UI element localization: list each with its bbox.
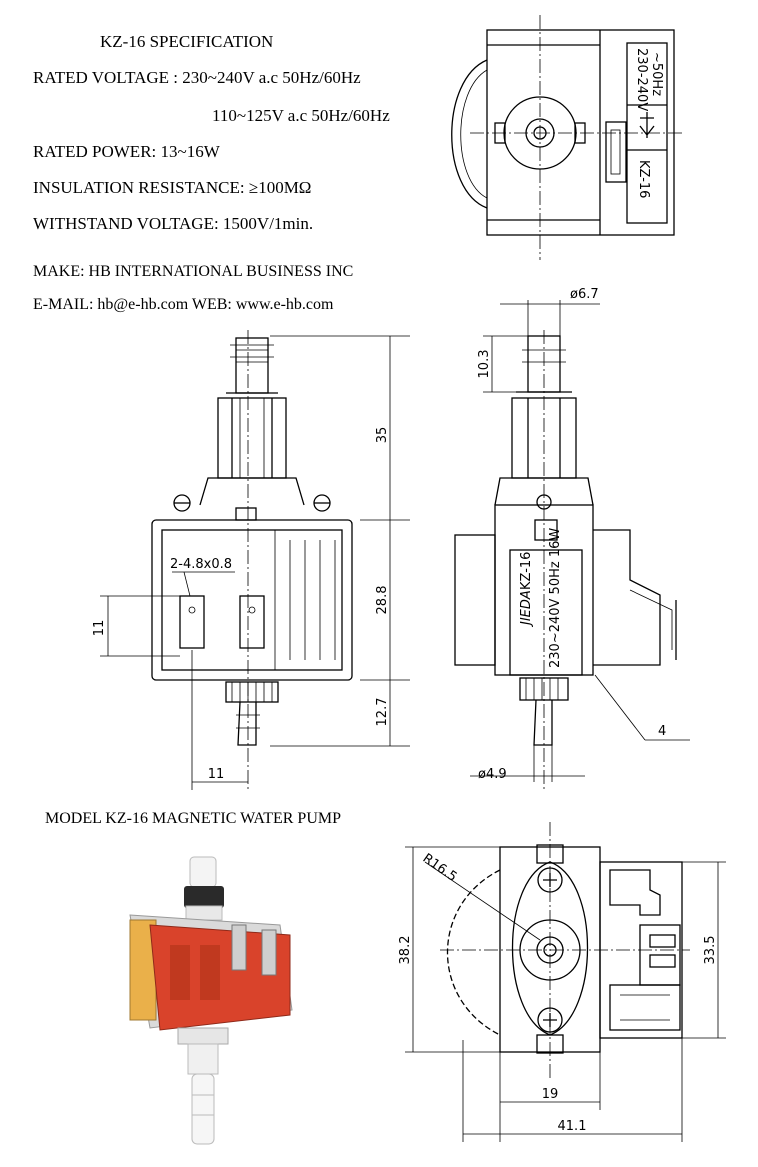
bottom-view: R16.5 38.2 33.5 19 41.1 [398, 822, 726, 1142]
dim-bottom-19: 19 [542, 1087, 559, 1102]
top-view: 230-240V ~50Hz KZ-16 [451, 15, 685, 260]
pump-photo [129, 856, 293, 1145]
dim-front-11-horizontal: 11 [208, 767, 225, 782]
dim-front-11-vertical: 11 [92, 620, 107, 637]
side-view: JIEDA KZ-16 230~240V 50Hz 16W ø6.7 10.3 … [454, 287, 690, 790]
insulation-resistance: INSULATION RESISTANCE: ≥100MΩ [33, 178, 312, 197]
side-label-model: KZ-16 [519, 552, 534, 590]
dim-front-28-8: 28.8 [375, 586, 390, 615]
rated-voltage-line-1: RATED VOLTAGE : 230~240V a.c 50Hz/60Hz [33, 68, 361, 87]
dim-side-10-3: 10.3 [477, 350, 492, 379]
withstand-voltage: WITHSTAND VOLTAGE: 1500V/1min. [33, 214, 314, 233]
side-label-rating: 230~240V 50Hz 16W [548, 528, 563, 668]
rated-power: RATED POWER: 13~16W [33, 142, 220, 161]
top-label-freq: ~50Hz [649, 52, 664, 96]
dim-bottom-38-2: 38.2 [398, 936, 413, 965]
front-view: 35 28.8 12.7 11 2-4.8x0.8 11 [92, 330, 410, 790]
dim-side-d4-9: ø4.9 [478, 767, 507, 782]
top-label-model: KZ-16 [636, 160, 651, 198]
dim-bottom-41-1: 41.1 [558, 1119, 587, 1134]
side-label-brand: JIEDA [519, 590, 534, 628]
top-label-voltage: 230-240V [634, 48, 649, 111]
manufacturer: MAKE: HB INTERNATIONAL BUSINESS INC [33, 263, 354, 280]
leader-label-4: 4 [658, 724, 666, 739]
dim-bottom-33-5: 33.5 [703, 936, 718, 965]
model-caption: MODEL KZ-16 MAGNETIC WATER PUMP [45, 810, 341, 827]
contact-info: E-MAIL: hb@e-hb.com WEB: www.e-hb.com [33, 296, 334, 313]
dim-side-d6-7: ø6.7 [570, 287, 599, 302]
spec-heading: KZ-16 SPECIFICATION [100, 32, 274, 51]
rated-voltage-line-2: 110~125V a.c 50Hz/60Hz [212, 106, 390, 125]
dim-front-35: 35 [375, 427, 390, 444]
terminal-note: 2-4.8x0.8 [170, 557, 232, 572]
dim-bottom-r16-5: R16.5 [420, 851, 460, 885]
dim-front-12-7: 12.7 [375, 698, 390, 727]
